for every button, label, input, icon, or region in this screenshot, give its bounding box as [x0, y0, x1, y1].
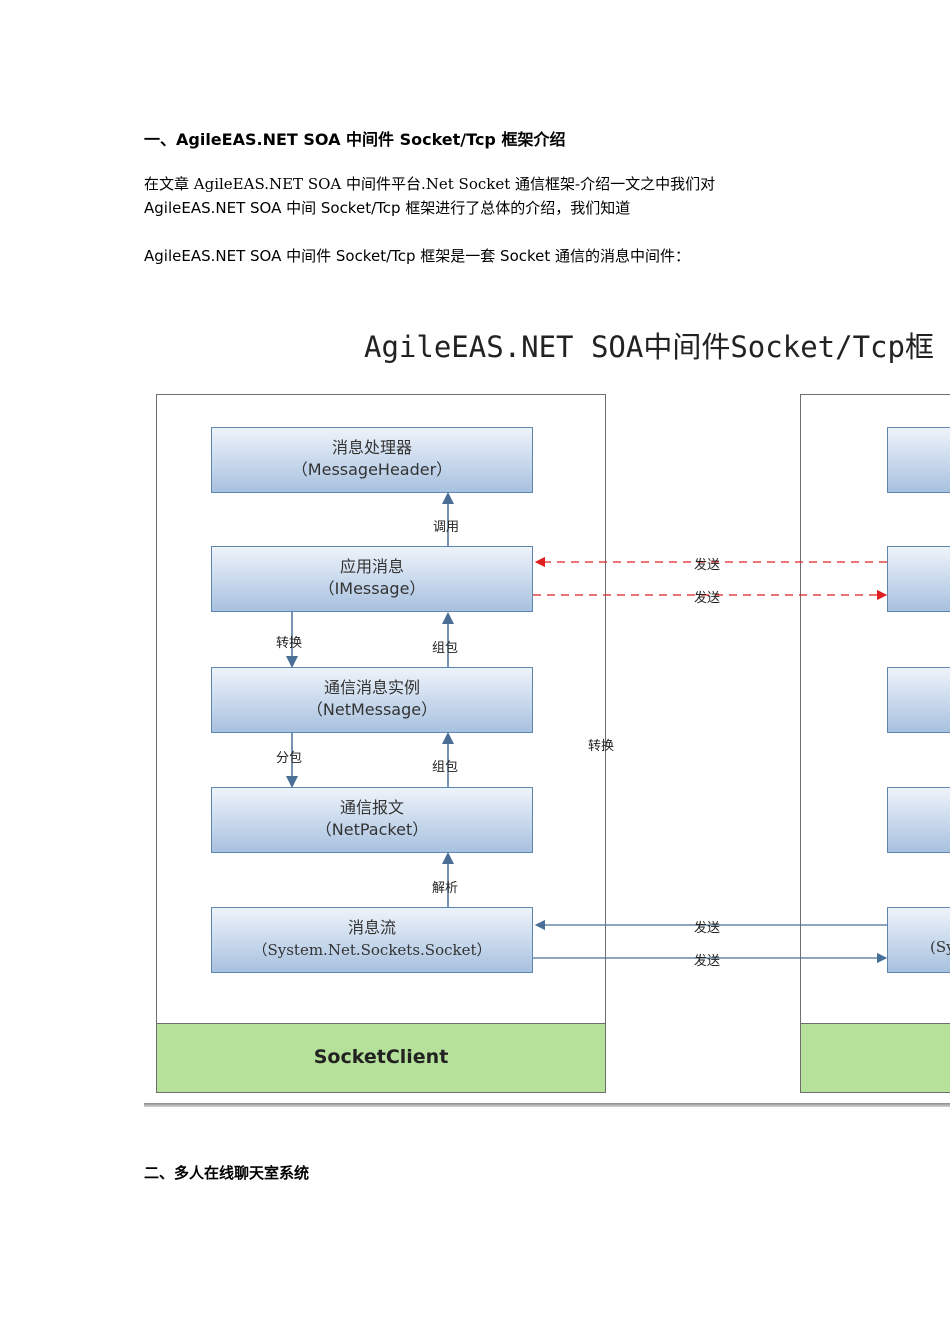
- net-packet-box: 通信报文 （NetPacket）: [211, 787, 533, 853]
- intro-paragraph: 在文章 AgileEAS.NET SOA 中间件平台.Net Socket 通信…: [144, 172, 715, 220]
- label-send-2: 发送: [694, 591, 721, 606]
- message-handler-box: 消息处理器 （MessageHeader）: [211, 427, 533, 493]
- app-message-box: 应用消息 （IMessage）: [211, 546, 533, 612]
- server-box-4: [887, 787, 950, 853]
- label-pack: 组包: [432, 641, 459, 656]
- summary-paragraph: AgileEAS.NET SOA 中间件 Socket/Tcp 框架是一套 So…: [144, 247, 691, 265]
- label-convert: 转换: [276, 636, 303, 651]
- diagram-arrows: [286, 492, 888, 964]
- section-heading-2: 二、多人在线聊天室系统: [144, 1164, 310, 1182]
- label-convert-mid: 转换: [588, 739, 615, 754]
- socket-stream-box: 消息流 （System.Net.Sockets.Socket）: [211, 907, 533, 973]
- net-message-box: 通信消息实例 （NetMessage）: [211, 667, 533, 733]
- label-send-3: 发送: [694, 921, 721, 936]
- server-box-3: [887, 667, 950, 733]
- intro-line-2: AgileEAS.NET SOA 中间 Socket/Tcp 框架进行了总体的介…: [144, 199, 631, 217]
- server-box-1: [887, 427, 950, 493]
- architecture-diagram: AgileEAS.NET SOA中间件Socket/Tcp框 SocketCli…: [0, 310, 950, 1115]
- server-box-5: (Sy: [887, 907, 950, 973]
- diagram-title: AgileEAS.NET SOA中间件Socket/Tcp框: [364, 330, 934, 364]
- socket-client-footer: SocketClient: [156, 1023, 606, 1093]
- server-box-5-fragment: (Sy: [930, 938, 950, 956]
- intro-line-1: 在文章 AgileEAS.NET SOA 中间件平台.Net Socket 通信…: [144, 175, 716, 193]
- label-invoke: 调用: [433, 520, 460, 535]
- server-box-2: [887, 546, 950, 612]
- figure-shadow: [144, 1103, 950, 1107]
- label-pack2: 组包: [432, 760, 459, 775]
- label-send-4: 发送: [694, 954, 721, 969]
- label-send-1: 发送: [694, 558, 721, 573]
- section-heading-1: 一、AgileEAS.NET SOA 中间件 Socket/Tcp 框架介绍: [144, 130, 566, 149]
- label-split: 分包: [276, 751, 303, 766]
- server-footer: [800, 1023, 950, 1093]
- label-parse: 解析: [432, 881, 459, 896]
- socket-client-label: SocketClient: [313, 1046, 449, 1068]
